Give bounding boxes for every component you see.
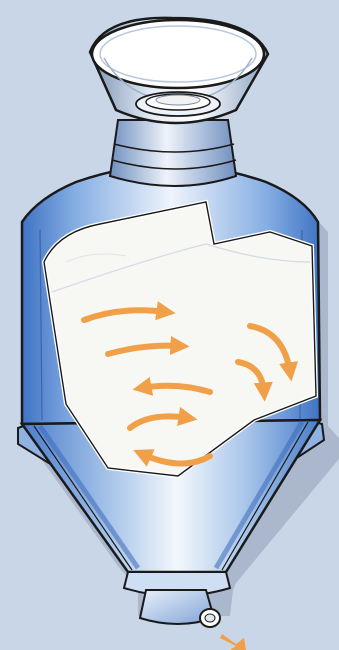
discharge-arrow (220, 634, 246, 650)
upper-collar (110, 120, 236, 186)
inlet-funnel (90, 18, 268, 123)
